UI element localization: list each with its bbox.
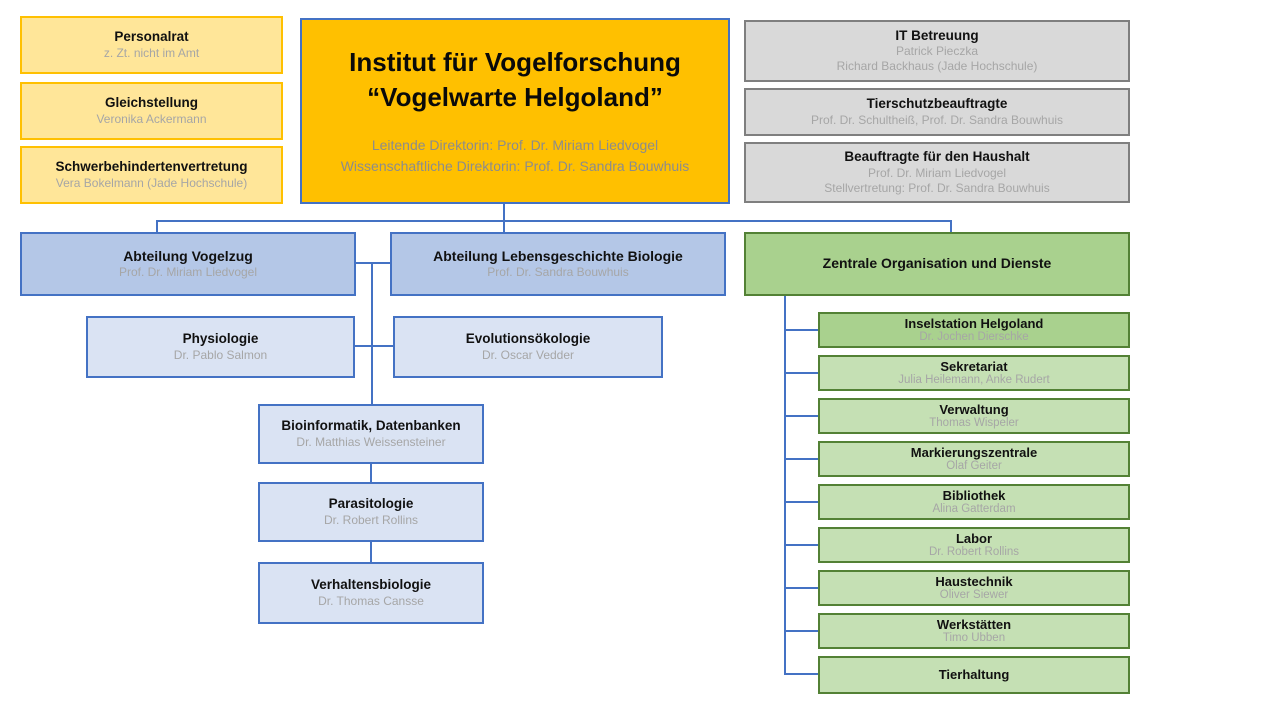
box-title: Inselstation Helgoland [904, 315, 1044, 331]
box-schwerbehindertenvertretung: Schwerbehindertenvertretung Vera Bokelma… [20, 146, 283, 204]
box-subtitle: Vera Bokelmann (Jade Hochschule) [55, 175, 248, 190]
box-subtitle: Prof. Dr. Miriam Liedvogel [118, 265, 258, 280]
box-subtitle: Alina Gatterdam [932, 503, 1016, 516]
box-subtitle: Prof. Dr. Sandra Bouwhuis [487, 265, 629, 280]
connector-line [784, 544, 818, 546]
connector-line [370, 464, 372, 482]
box-title: IT Betreuung [895, 27, 979, 43]
box-gleichstellung: Gleichstellung Veronika Ackermann [20, 82, 283, 140]
box-title: Zentrale Organisation und Dienste [822, 255, 1052, 272]
connector-line [356, 262, 390, 264]
box-markierungszentrale: Markierungszentrale Olaf Geiter [818, 441, 1130, 477]
box-inselstation: Inselstation Helgoland Dr. Jochen Diersc… [818, 312, 1130, 348]
box-subtitle: Dr. Oscar Vedder [481, 347, 575, 362]
box-title: Schwerbehindertenvertretung [55, 159, 248, 175]
box-title: Bioinformatik, Datenbanken [281, 418, 461, 434]
box-subtitle: Richard Backhaus (Jade Hochschule) [836, 59, 1038, 74]
connector-line [950, 220, 952, 232]
box-title: Verhaltensbiologie [310, 577, 432, 593]
connector-line [784, 673, 818, 675]
box-personalrat: Personalrat z. Zt. nicht im Amt [20, 16, 283, 74]
box-subtitle: Dr. Matthias Weissensteiner [296, 434, 446, 449]
box-title: Parasitologie [328, 496, 414, 512]
box-abteilung-vogelzug: Abteilung Vogelzug Prof. Dr. Miriam Lied… [20, 232, 356, 296]
box-institute-header: Institut für Vogelforschung “Vogelwarte … [300, 18, 730, 204]
box-sekretariat: Sekretariat Julia Heilemann, Anke Rudert [818, 355, 1130, 391]
box-subtitle: Olaf Geiter [946, 460, 1002, 473]
box-subtitle: Dr. Robert Rollins [928, 546, 1020, 559]
box-evolutionsoekologie: Evolutionsökologie Dr. Oscar Vedder [393, 316, 663, 378]
box-title: Labor [955, 530, 993, 546]
box-tierschutzbeauftragte: Tierschutzbeauftragte Prof. Dr. Schulthe… [744, 88, 1130, 136]
box-subtitle: Dr. Pablo Salmon [173, 347, 268, 362]
director-line2: Wissenschaftliche Direktorin: Prof. Dr. … [340, 158, 690, 175]
box-verhaltensbiologie: Verhaltensbiologie Dr. Thomas Cansse [258, 562, 484, 624]
box-title: Sekretariat [940, 358, 1008, 374]
connector-line [784, 372, 818, 374]
box-subtitle: Prof. Dr. Schultheiß, Prof. Dr. Sandra B… [810, 112, 1064, 127]
box-title: Bibliothek [942, 487, 1006, 503]
box-title: Gleichstellung [104, 95, 199, 111]
box-title: Personalrat [114, 29, 189, 45]
box-title: Tierhaltung [938, 667, 1010, 683]
connector-line [784, 630, 818, 632]
connector-line [156, 220, 952, 222]
box-tierhaltung: Tierhaltung [818, 656, 1130, 694]
box-subtitle: Dr. Thomas Cansse [318, 593, 424, 608]
connector-line [503, 204, 505, 232]
connector-line [784, 587, 818, 589]
box-title: Abteilung Lebensgeschichte Biologie [433, 247, 683, 264]
connector-line [784, 296, 786, 675]
box-title: Beauftragte für den Haushalt [844, 149, 1030, 165]
box-subtitle: Prof. Dr. Miriam Liedvogel [867, 165, 1007, 180]
institute-directors: Leitende Direktorin: Prof. Dr. Miriam Li… [341, 135, 690, 177]
box-verwaltung: Verwaltung Thomas Wispeler [818, 398, 1130, 434]
connector-line [784, 329, 818, 331]
box-haustechnik: Haustechnik Oliver Siewer [818, 570, 1130, 606]
connector-line [355, 345, 393, 347]
box-subtitle: z. Zt. nicht im Amt [103, 45, 200, 60]
box-title: Evolutionsökologie [465, 331, 591, 347]
institute-title-line1: Institut für Vogelforschung [349, 46, 681, 77]
box-subtitle: Thomas Wispeler [929, 417, 1019, 430]
institute-title-line2: “Vogelwarte Helgoland” [367, 82, 663, 112]
box-parasitologie: Parasitologie Dr. Robert Rollins [258, 482, 484, 542]
connector-line [156, 220, 158, 232]
connector-line [370, 542, 372, 562]
box-subtitle: Oliver Siewer [939, 589, 1009, 602]
box-title: Abteilung Vogelzug [123, 247, 253, 264]
connector-line [371, 262, 373, 404]
box-it-betreuung: IT Betreuung Patrick Pieczka Richard Bac… [744, 20, 1130, 82]
box-subtitle: Patrick Pieczka [895, 44, 979, 59]
box-beauftragte-haushalt: Beauftragte für den Haushalt Prof. Dr. M… [744, 142, 1130, 203]
director-line1: Leitende Direktorin: Prof. Dr. Miriam Li… [371, 137, 659, 154]
box-abteilung-lebensgeschichte: Abteilung Lebensgeschichte Biologie Prof… [390, 232, 726, 296]
box-subtitle: Timo Ubben [942, 632, 1006, 645]
box-title: Markierungszentrale [910, 444, 1038, 460]
box-bibliothek: Bibliothek Alina Gatterdam [818, 484, 1130, 520]
box-subtitle: Veronika Ackermann [96, 111, 207, 126]
box-subtitle: Dr. Robert Rollins [323, 512, 419, 527]
box-bioinformatik: Bioinformatik, Datenbanken Dr. Matthias … [258, 404, 484, 464]
box-subtitle: Julia Heilemann, Anke Rudert [898, 374, 1050, 387]
box-labor: Labor Dr. Robert Rollins [818, 527, 1130, 563]
connector-line [784, 415, 818, 417]
box-subtitle: Dr. Jochen Dierschke [919, 331, 1029, 344]
connector-line [784, 458, 818, 460]
box-physiologie: Physiologie Dr. Pablo Salmon [86, 316, 355, 378]
box-title: Physiologie [182, 331, 259, 347]
box-title: Tierschutzbeauftragte [866, 96, 1008, 112]
box-title: Verwaltung [939, 401, 1009, 417]
box-title: Haustechnik [935, 573, 1013, 589]
box-zentrale-organisation: Zentrale Organisation und Dienste [744, 232, 1130, 296]
box-werkstaetten: Werkstätten Timo Ubben [818, 613, 1130, 649]
institute-title: Institut für Vogelforschung “Vogelwarte … [349, 45, 681, 115]
connector-line [784, 501, 818, 503]
box-subtitle: Stellvertretung: Prof. Dr. Sandra Bouwhu… [824, 180, 1050, 195]
box-title: Werkstätten [936, 616, 1012, 632]
